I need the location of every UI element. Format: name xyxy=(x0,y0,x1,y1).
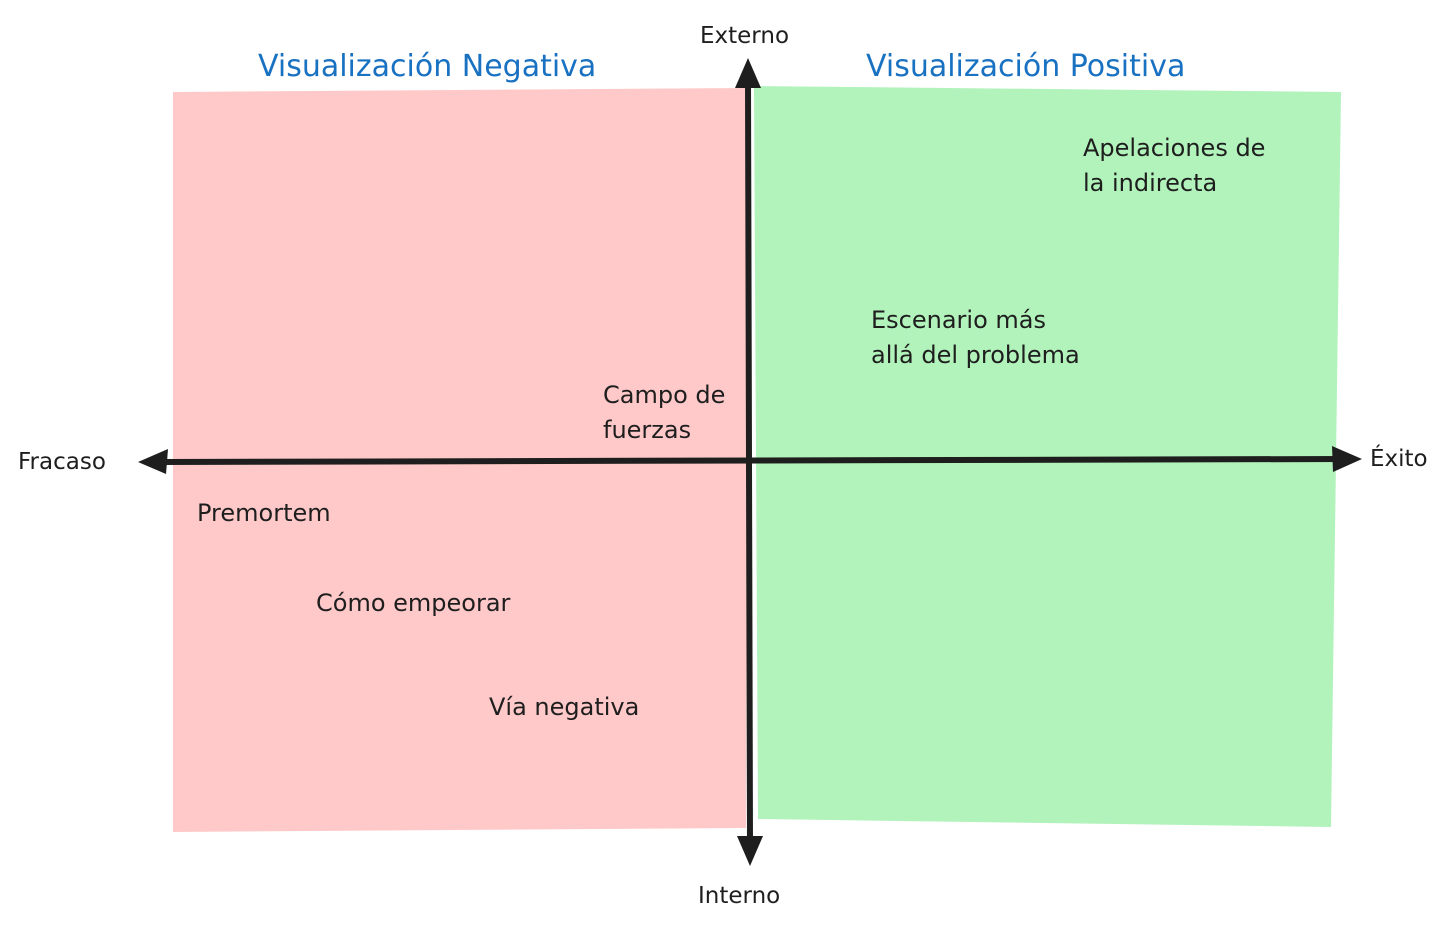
item-via-negativa: Vía negativa xyxy=(489,693,639,721)
item-apelaciones: Apelaciones de la indirecta xyxy=(1083,134,1273,197)
positive-title: Visualización Positiva xyxy=(866,49,1185,84)
axis-label-right: Éxito xyxy=(1370,444,1428,472)
item-campo-de-fuerzas-line-1: Campo de xyxy=(603,381,725,409)
item-apelaciones-line-1: Apelaciones de xyxy=(1083,134,1265,162)
right-arrowhead xyxy=(1332,446,1362,472)
item-como-empeorar: Cómo empeorar xyxy=(316,589,511,617)
left-arrowhead xyxy=(138,449,168,474)
item-campo-de-fuerzas-line-2: fuerzas xyxy=(603,416,691,444)
item-escenario-line-1: Escenario más xyxy=(871,306,1046,334)
item-premortem: Premortem xyxy=(197,499,331,527)
bottom-arrowhead xyxy=(737,836,763,866)
item-escenario-line-2: allá del problema xyxy=(871,341,1080,369)
item-escenario: Escenario más allá del problema xyxy=(871,306,1080,369)
horizontal-axis xyxy=(138,446,1362,474)
top-arrowhead xyxy=(735,58,761,88)
axis-label-top: Externo xyxy=(700,23,789,49)
item-campo-de-fuerzas: Campo de fuerzas xyxy=(603,381,733,444)
item-apelaciones-line-2: la indirecta xyxy=(1083,169,1217,197)
negative-title: Visualización Negativa xyxy=(258,49,596,84)
positive-region xyxy=(754,86,1341,827)
vertical-axis xyxy=(735,58,763,866)
axis-label-bottom: Interno xyxy=(698,883,780,909)
axis-label-left: Fracaso xyxy=(18,449,106,475)
